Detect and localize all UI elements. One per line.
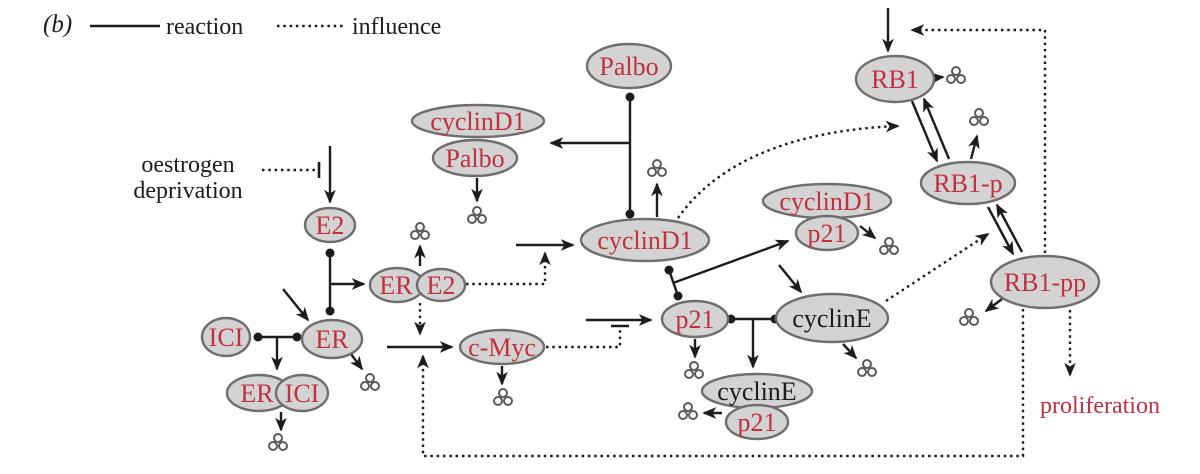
reactant-dot <box>664 265 674 275</box>
node-palbo-label: Palbo <box>599 52 658 81</box>
influence-line <box>546 328 622 349</box>
influences <box>414 24 1076 458</box>
degradation-dots-cmyc <box>493 388 513 406</box>
node-cyclind1: cyclinD1 <box>579 217 711 263</box>
product-arrow <box>672 239 790 285</box>
complex-cycline-p21-bottom-label: p21 <box>738 408 777 437</box>
degradation-products <box>268 66 989 451</box>
influence-cycline-rb1p-phosphorylation <box>885 232 990 303</box>
node-rb1: RB1 <box>854 54 936 104</box>
node-er: ER <box>300 318 364 360</box>
binding-e2-er <box>325 248 366 316</box>
degradation-dots-rb1p <box>969 108 989 126</box>
node-rb1pp-label: RB1-pp <box>1004 268 1086 297</box>
reaction-er-synthesis <box>282 288 310 322</box>
reactions <box>253 8 1024 432</box>
node-complex-er-e2: ER E2 <box>368 266 467 304</box>
node-complex-cyclind1-p21: cyclinD1 p21 <box>761 182 893 252</box>
node-ici: ICI <box>200 316 252 358</box>
legend-influence-label: influence <box>352 14 441 40</box>
rb1-to-rb1p-arrow <box>910 100 939 163</box>
species-nodes: E2 ER ICI ER ICI ER E2 c-Myc Palbo <box>200 42 1101 441</box>
node-rb1-label: RB1 <box>871 65 919 94</box>
node-e2: E2 <box>303 206 357 244</box>
degradation-arrow-rb1pp <box>984 298 1003 313</box>
reaction-rb1-rb1p-cycle <box>910 97 951 163</box>
rb1pp-to-rb1p-arrow <box>995 203 1024 253</box>
reactant-dot <box>292 332 302 342</box>
binding-ici-er <box>253 332 302 371</box>
reactant-dot <box>253 332 263 342</box>
node-cycline: cyclinE <box>774 292 890 344</box>
complex-er-ici-left-label: ER <box>240 379 274 408</box>
reactant-dot <box>325 306 335 316</box>
node-cyclind1-label: cyclinD1 <box>597 226 692 255</box>
node-cmyc-label: c-Myc <box>468 333 536 362</box>
node-cycline-label: cyclinE <box>792 304 871 333</box>
complex-er-ici-right-label: ICI <box>285 379 320 408</box>
legend-reaction-label: reaction <box>166 14 243 40</box>
proliferation-label: proliferation <box>1040 393 1160 419</box>
oestrogen-text-line2: deprivation <box>133 178 242 204</box>
node-cmyc: c-Myc <box>458 328 546 366</box>
complex-cyclind1-palbo-top-label: cyclinD1 <box>430 107 525 136</box>
node-rb1pp: RB1-pp <box>989 254 1101 310</box>
influence-cyclind1-rb1-phosphorylation <box>677 120 900 219</box>
rb1p-to-rb1-arrow <box>922 97 951 160</box>
node-rb1p-label: RB1-p <box>933 169 1002 198</box>
complex-er-e2-left-label: ER <box>379 271 413 300</box>
degradation-arrow-cycline <box>842 343 858 360</box>
binding-p21-cycline <box>726 314 780 369</box>
complex-cyclind1-p21-top-label: cyclinD1 <box>779 187 874 216</box>
node-rb1p: RB1-p <box>919 160 1017 206</box>
degradation-dots-cyclind1-palbo <box>467 206 487 224</box>
node-complex-cycline-p21: cyclinE p21 <box>700 372 814 441</box>
degradation-arrow-cyclind1-p21 <box>859 225 877 240</box>
degradation-dots-cyclind1 <box>647 159 667 177</box>
complex-cyclind1-palbo-bottom-label: Palbo <box>445 144 504 173</box>
degradation-dots-rb1 <box>946 66 966 84</box>
degradation-dots-er-ici <box>268 433 288 451</box>
complex-er-e2-right-label: E2 <box>427 271 456 300</box>
node-p21-label: p21 <box>676 305 715 334</box>
degradation-dots-p21 <box>684 361 704 379</box>
complex-cyclind1-p21-bottom-label: p21 <box>808 219 847 248</box>
panel-label: (b) <box>43 11 72 38</box>
oestrogen-text-line1: oestrogen <box>141 152 234 178</box>
binding-cyclind1-p21 <box>664 239 790 301</box>
degradation-dots-rb1pp <box>959 308 979 326</box>
node-ici-label: ICI <box>209 323 244 352</box>
reaction-cycline-synthesis <box>778 264 803 294</box>
oestrogen-deprivation-annotation: oestrogen deprivation <box>133 152 321 204</box>
reactant-dot <box>325 248 335 258</box>
degradation-dots-cyclind1-p21 <box>879 237 899 255</box>
node-er-label: ER <box>315 325 349 354</box>
degradation-dots-cycline <box>857 359 877 377</box>
influence-cmyc-inhibits-p21-synthesis <box>546 324 629 349</box>
degradation-dots-er <box>360 373 380 391</box>
binding-palbo-cyclind1 <box>549 92 635 219</box>
node-p21: p21 <box>660 299 730 339</box>
reaction-rb1p-rb1pp-cycle <box>986 203 1024 256</box>
influence-ere2-cyclind1-synthesis <box>466 251 551 286</box>
rb1p-to-rb1pp-arrow <box>986 206 1015 256</box>
degradation-dots-er-e2 <box>410 222 430 240</box>
legend: (b) reaction influence <box>43 11 441 40</box>
complex-cycline-p21-top-label: cyclinE <box>717 377 796 406</box>
reactant-dot <box>625 92 635 102</box>
node-complex-er-ici: ER ICI <box>225 373 330 413</box>
degradation-arrow-er <box>350 353 364 371</box>
degradation-arrow-rb1p <box>968 134 980 160</box>
reactant-dot <box>625 209 635 219</box>
reactant-dot <box>673 291 683 301</box>
node-complex-cyclind1-palbo: cyclinD1 Palbo <box>410 103 546 178</box>
degradation-dots-cycline-p21 <box>678 402 698 420</box>
node-e2-label: E2 <box>316 211 345 240</box>
node-palbo: Palbo <box>585 42 673 90</box>
influence-rb1pp-rb1-synthesis <box>910 24 1047 253</box>
